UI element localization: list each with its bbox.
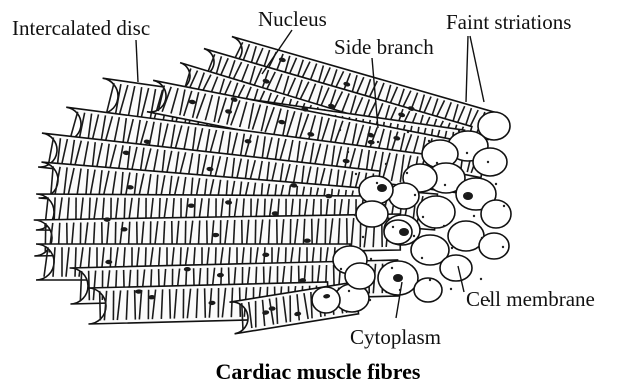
cytoplasm-speck bbox=[421, 257, 423, 259]
fibre-cross-section bbox=[473, 148, 507, 176]
striation-mark bbox=[100, 291, 101, 321]
cytoplasm-speck bbox=[451, 247, 453, 249]
label-cytoplasm: Cytoplasm bbox=[350, 325, 441, 349]
cytoplasm-speck bbox=[347, 151, 349, 153]
cytoplasm-speck bbox=[487, 161, 489, 163]
fibre-cross-section bbox=[414, 278, 442, 302]
cytoplasm-speck bbox=[414, 194, 416, 196]
striation-mark bbox=[45, 223, 46, 253]
cytoplasm-speck bbox=[502, 246, 504, 248]
label-faint-striations: Faint striations bbox=[446, 10, 571, 34]
striation-mark bbox=[135, 290, 136, 320]
cytoplasm-speck bbox=[354, 214, 356, 216]
cytoplasm-speck bbox=[495, 183, 497, 185]
fibre-cross-section bbox=[481, 200, 511, 228]
fibre-cross-section bbox=[479, 233, 509, 259]
cytoplasm-speck bbox=[503, 205, 505, 207]
cytoplasm-speck bbox=[480, 278, 482, 280]
nucleus-in-section bbox=[393, 274, 403, 282]
cytoplasm-speck bbox=[481, 237, 483, 239]
label-nucleus: Nucleus bbox=[258, 7, 327, 31]
label-side-branch: Side branch bbox=[334, 35, 434, 59]
cytoplasm-speck bbox=[369, 299, 371, 301]
cytoplasm-speck bbox=[362, 236, 364, 238]
nucleus-in-section bbox=[463, 192, 473, 200]
cytoplasm-speck bbox=[407, 131, 409, 133]
nucleus-in-section bbox=[377, 184, 387, 192]
fibre-cross-section bbox=[359, 176, 393, 204]
label-intercalated-disc: Intercalated disc bbox=[12, 16, 150, 40]
fibre-cross-section bbox=[417, 196, 455, 228]
cytoplasm-speck bbox=[458, 130, 460, 132]
nucleus-spot bbox=[105, 260, 112, 264]
cytoplasm-speck bbox=[466, 152, 468, 154]
cytoplasm-speck bbox=[428, 140, 430, 142]
cytoplasm-speck bbox=[385, 163, 387, 165]
fibre-cross-section bbox=[440, 255, 472, 281]
diagram-caption: Cardiac muscle fibres bbox=[216, 359, 421, 384]
cytoplasm-speck bbox=[473, 215, 475, 217]
cytoplasm-speck bbox=[436, 162, 438, 164]
cytoplasm-speck bbox=[429, 279, 431, 281]
nucleus-spot bbox=[262, 253, 269, 257]
cytoplasm-speck bbox=[377, 141, 379, 143]
cytoplasm-speck bbox=[384, 204, 386, 206]
fibre-cross-section bbox=[345, 263, 375, 289]
cytoplasm-speck bbox=[450, 288, 452, 290]
nucleus-spot bbox=[184, 267, 191, 271]
faint-striations-leader-a bbox=[466, 36, 468, 102]
cytoplasm-speck bbox=[444, 184, 446, 186]
cytoplasm-speck bbox=[422, 216, 424, 218]
striation-mark bbox=[205, 288, 206, 318]
cytoplasm-speck bbox=[406, 172, 408, 174]
striation-mark bbox=[75, 247, 76, 277]
striation-mark bbox=[170, 289, 171, 319]
nucleus-spot bbox=[104, 217, 111, 221]
nucleus-spot bbox=[188, 204, 195, 208]
cytoplasm-speck bbox=[376, 182, 378, 184]
cytoplasm-speck bbox=[348, 290, 350, 292]
nucleus-in-section bbox=[399, 228, 409, 236]
label-cell-membrane: Cell membrane bbox=[466, 287, 595, 311]
cytoplasm-speck bbox=[465, 193, 467, 195]
cytoplasm-speck bbox=[443, 225, 445, 227]
fibre-cross-section bbox=[312, 287, 340, 313]
striation-mark bbox=[51, 166, 53, 195]
fibre-cross-section bbox=[356, 201, 388, 227]
cytoplasm-speck bbox=[339, 129, 341, 131]
cytoplasm-speck bbox=[340, 268, 342, 270]
cytoplasm-speck bbox=[413, 235, 415, 237]
cytoplasm-speck bbox=[370, 258, 372, 260]
striation-mark bbox=[89, 271, 90, 301]
nucleus-spot bbox=[272, 211, 279, 215]
cytoplasm-speck bbox=[391, 267, 393, 269]
intercalated-disc-leader bbox=[136, 40, 138, 82]
faint-striations-leader-b bbox=[470, 36, 484, 102]
cytoplasm-speck bbox=[355, 173, 357, 175]
cytoplasm-speck bbox=[392, 226, 394, 228]
